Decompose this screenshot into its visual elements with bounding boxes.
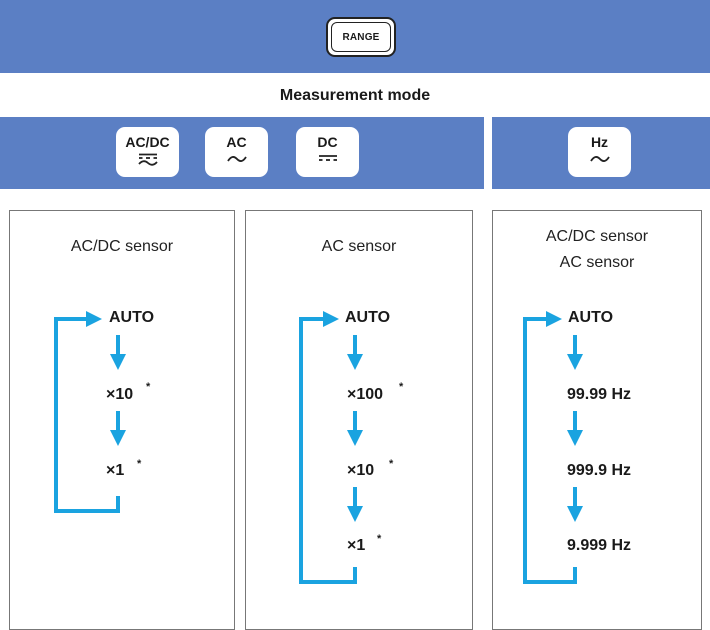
range-cycle-arrows bbox=[54, 311, 583, 584]
panel-2-step-x1: ×1 bbox=[347, 537, 366, 554]
ac-key-label: AC bbox=[226, 134, 247, 150]
panel-2-step-auto: AUTO bbox=[345, 309, 391, 326]
panel-2-footnote-mark: * bbox=[399, 381, 404, 393]
acdc-key-label: AC/DC bbox=[125, 134, 170, 150]
hz-mode-key[interactable]: Hz bbox=[568, 127, 631, 177]
panel-3-step-99-99hz: 99.99 Hz bbox=[567, 386, 632, 403]
panel-acdc-sensor bbox=[9, 210, 235, 630]
dc-mode-key[interactable]: DC bbox=[296, 127, 359, 177]
panel-2-footnote-mark: * bbox=[377, 533, 382, 545]
panel-1-step-x10: ×10 bbox=[106, 386, 134, 403]
dc-line-icon bbox=[318, 155, 337, 161]
ac-mode-key[interactable]: AC bbox=[205, 127, 268, 177]
panel-3-sensor-label-2: AC sensor bbox=[559, 254, 635, 271]
panel-3-loop-arrow bbox=[523, 311, 577, 584]
panel-3-step-auto: AUTO bbox=[568, 309, 614, 326]
range-button[interactable]: RANGE bbox=[326, 17, 396, 57]
panel-2-loop-arrow bbox=[299, 311, 357, 584]
panel-3-sensor-label-1: AC/DC sensor bbox=[545, 228, 649, 245]
panel-2-step-x10: ×10 bbox=[347, 462, 375, 479]
ac-wave-icon bbox=[226, 156, 247, 162]
panel-2-sensor-label: AC sensor bbox=[321, 238, 397, 255]
panel-2-step-x100: ×100 bbox=[347, 386, 384, 403]
measurement-mode-title: Measurement mode bbox=[279, 87, 431, 104]
panel-3-step-9-999hz: 9.999 Hz bbox=[567, 537, 632, 554]
panel-2-footnote-mark: * bbox=[389, 458, 394, 470]
acdc-mode-key[interactable]: AC/DC bbox=[116, 127, 179, 177]
panel-ac-sensor bbox=[245, 210, 473, 630]
panel-1-footnote-mark: * bbox=[137, 458, 142, 470]
dc-key-label: DC bbox=[317, 134, 338, 150]
panel-1-footnote-mark: * bbox=[146, 381, 151, 393]
range-button-label: RANGE bbox=[331, 22, 391, 52]
panel-1-sensor-label: AC/DC sensor bbox=[70, 238, 174, 255]
panel-3-step-999-9hz: 999.9 Hz bbox=[567, 462, 632, 479]
panel-1-step-auto: AUTO bbox=[109, 309, 155, 326]
ac-wave-icon bbox=[589, 156, 610, 162]
ac-dc-symbol-icon bbox=[137, 153, 158, 166]
panel-1-step-x1: ×1 bbox=[106, 462, 125, 479]
hz-key-label: Hz bbox=[590, 134, 609, 150]
panel-1-loop-arrow bbox=[54, 311, 120, 513]
